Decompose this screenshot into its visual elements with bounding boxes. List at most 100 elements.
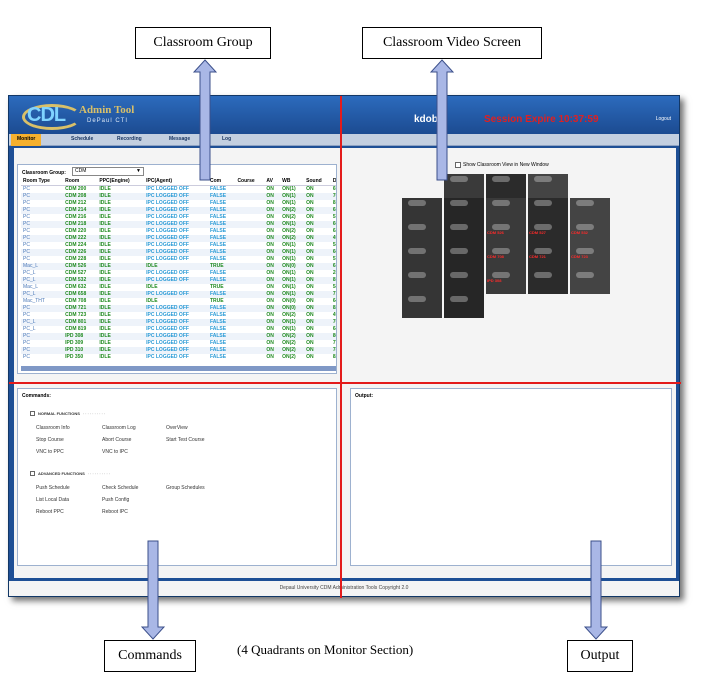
column-header[interactable]: Sound: [304, 178, 331, 186]
cmd-push-config[interactable]: Push Config: [102, 497, 130, 503]
cmd-abort-course[interactable]: Abort Course: [102, 437, 132, 443]
cmd-classroom-info[interactable]: Classroom Info: [36, 425, 70, 431]
normal-functions-label: NORMAL FUNCTIONS: [38, 411, 80, 416]
cmd-list-local-data[interactable]: List Local Data: [36, 497, 70, 503]
classroom-video-tile[interactable]: [444, 222, 484, 246]
classroom-video-tile[interactable]: [402, 294, 442, 318]
table-cell: ON: [266, 354, 274, 360]
classroom-group-select[interactable]: CDM ▼: [72, 167, 144, 176]
classroom-video-tile[interactable]: [528, 174, 568, 198]
classroom-video-tile[interactable]: [444, 294, 484, 318]
table-cell: PC: [21, 305, 64, 312]
classroom-video-tile[interactable]: CDM 723: [570, 246, 610, 270]
column-header[interactable]: IPC(Agent): [144, 178, 208, 186]
cmd-group-schedules[interactable]: Group Schedules: [166, 485, 205, 491]
horizontal-scrollbar[interactable]: [21, 366, 336, 371]
section-toggle-icon[interactable]: [30, 411, 35, 416]
table-cell: ON: [304, 235, 331, 242]
classroom-video-tile[interactable]: [486, 174, 526, 198]
tab-monitor[interactable]: Monitor: [11, 134, 42, 146]
video-frame: [408, 200, 426, 206]
classroom-video-tile[interactable]: [528, 270, 568, 294]
tab-schedule[interactable]: Schedule: [71, 136, 94, 142]
cmd-classroom-log[interactable]: Classroom Log: [102, 425, 136, 431]
cmd-reboot-ppc[interactable]: Reboot PPC: [36, 509, 64, 515]
classroom-video-tile[interactable]: [570, 198, 610, 222]
tab-recording[interactable]: Recording: [117, 136, 142, 142]
chevron-down-icon: ▼: [136, 168, 141, 174]
user-name: kdoba: [414, 114, 444, 125]
tab-message[interactable]: Message: [169, 136, 191, 142]
cmd-start-test-course[interactable]: Start Test Course: [166, 437, 205, 443]
cmd-check-schedule[interactable]: Check Schedule: [102, 485, 139, 491]
column-header[interactable]: Course: [235, 178, 265, 186]
classroom-video-tile[interactable]: [402, 198, 442, 222]
classroom-video-tile[interactable]: [402, 246, 442, 270]
table-cell: 285616: [332, 270, 336, 276]
column-header[interactable]: Disk(M): [330, 178, 336, 186]
classroom-video-tile[interactable]: [570, 270, 610, 294]
classroom-video-tile[interactable]: CDM 532: [570, 222, 610, 246]
classroom-video-tile[interactable]: [444, 174, 484, 198]
table-cell: ON: [304, 333, 331, 340]
table-cell: [235, 186, 264, 194]
classroom-video-tile[interactable]: [402, 222, 442, 246]
logout-link[interactable]: Logout: [655, 116, 671, 122]
cmd-reboot-ipc[interactable]: Reboot IPC: [102, 509, 128, 515]
table-cell: ON(1): [280, 319, 305, 326]
column-header[interactable]: Room Type: [21, 178, 64, 186]
classroom-video-tile[interactable]: CDM 526: [486, 222, 526, 246]
tab-log[interactable]: Log: [222, 136, 232, 142]
table-cell: IDLE: [97, 319, 145, 326]
classroom-video-tile[interactable]: [528, 198, 568, 222]
column-header[interactable]: PPC(Engine): [97, 178, 145, 186]
classroom-video-tile[interactable]: CDM 721: [528, 246, 568, 270]
column-header[interactable]: WB: [280, 178, 305, 186]
classroom-video-tile[interactable]: [444, 198, 484, 222]
classroom-video-tile[interactable]: CDM 708: [486, 246, 526, 270]
column-header[interactable]: AV: [264, 178, 281, 186]
cmd-vnc-to-ipc[interactable]: VNC to IPC: [102, 449, 128, 455]
classroom-video-tile[interactable]: IPD 308: [486, 270, 526, 294]
cmd-overview[interactable]: OverView: [166, 425, 188, 431]
table-cell: PC_L: [21, 277, 64, 284]
cmd-stop-course[interactable]: Stop Course: [36, 437, 64, 443]
column-header[interactable]: Com: [207, 178, 236, 186]
classroom-video-tile[interactable]: [444, 270, 484, 294]
section-toggle-icon[interactable]: [30, 471, 35, 476]
cmd-vnc-to-ppc[interactable]: VNC to PPC: [36, 449, 64, 455]
new-window-option[interactable]: Show Classroom View in New Window: [455, 162, 549, 168]
column-header[interactable]: Room: [63, 178, 98, 186]
cmd-push-schedule[interactable]: Push Schedule: [36, 485, 70, 491]
classroom-video-tile[interactable]: [486, 198, 526, 222]
classroom-video-tile[interactable]: [402, 270, 442, 294]
classroom-video-tile[interactable]: CDM 527: [528, 222, 568, 246]
new-window-checkbox[interactable]: [455, 162, 461, 168]
classroom-video-tile[interactable]: [444, 246, 484, 270]
